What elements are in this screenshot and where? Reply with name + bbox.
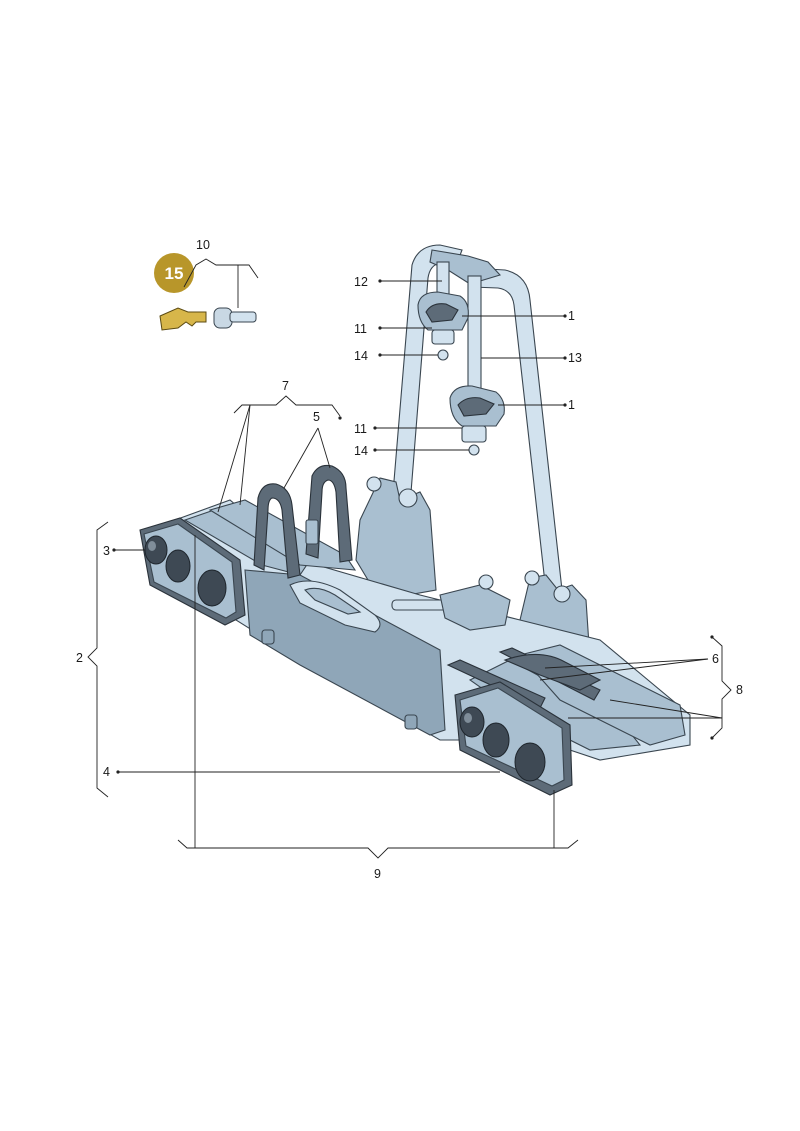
wheel-holder-right: [503, 653, 602, 691]
rear-light-left-lens-3: [197, 569, 227, 607]
coupling-pin: [478, 574, 494, 590]
callout-11-lower: 11: [354, 422, 367, 436]
bolt-upper: [437, 349, 449, 361]
clamp-head-upper-shade: [425, 303, 459, 323]
callout-11-upper: 11: [354, 322, 367, 336]
bolt-lower: [468, 444, 480, 456]
bike-carrier-illustration: [139, 244, 691, 796]
rear-light-right-lens-1: [459, 706, 485, 738]
rear-light-right-lens-2: [482, 722, 510, 758]
leader-lines: [87, 258, 732, 859]
callout-14-lower: 14: [354, 444, 368, 458]
hinge-bolt-left-2: [366, 476, 382, 492]
callout-5: 5: [313, 410, 320, 424]
callout-1-lower: 1: [568, 398, 575, 412]
callout-9: 9: [374, 867, 381, 881]
knob-lower: [461, 425, 487, 443]
badge-label: 15: [165, 264, 184, 283]
frame-upright-left: [391, 244, 463, 506]
callout-labels: 10 12 11 14 1 13 1 11 14 7 5 3 2 4 6 8 9: [76, 238, 743, 881]
rear-light-left-lens-1: [144, 535, 168, 565]
hinge-bolt-right-2: [524, 570, 540, 586]
callout-3: 3: [103, 544, 110, 558]
callout-10: 10: [196, 238, 210, 252]
lock-cylinder-icon: [213, 307, 257, 329]
callout-7: 7: [282, 379, 289, 393]
callout-1-upper: 1: [568, 309, 575, 323]
foot-left: [261, 629, 275, 645]
hinge-bolt-left: [398, 488, 418, 508]
foot-mid: [404, 714, 418, 730]
rear-light-right-lens-3: [514, 742, 546, 782]
base-handle-slot: [304, 587, 362, 615]
hinge-bolt-right: [553, 585, 571, 603]
key-icon: [159, 307, 207, 331]
callout-12: 12: [354, 275, 368, 289]
callout-6: 6: [712, 652, 719, 666]
rear-light-left-lens-2: [165, 549, 191, 583]
clamp-head-lower-shade: [457, 397, 495, 417]
rear-light-right-lens-hi: [464, 713, 472, 723]
part-15-highlight-badge[interactable]: 15: [154, 253, 194, 293]
callout-13: 13: [568, 351, 582, 365]
callout-2: 2: [76, 651, 83, 665]
wheel-holder-left-1: [253, 483, 301, 579]
callout-8: 8: [736, 683, 743, 697]
rear-light-left-lens-hi: [148, 541, 156, 551]
callout-4: 4: [103, 765, 110, 779]
knob-upper: [431, 329, 455, 345]
frame-top-joint: [429, 249, 502, 285]
ratchet-left: [305, 519, 319, 545]
callout-14-upper: 14: [354, 349, 368, 363]
